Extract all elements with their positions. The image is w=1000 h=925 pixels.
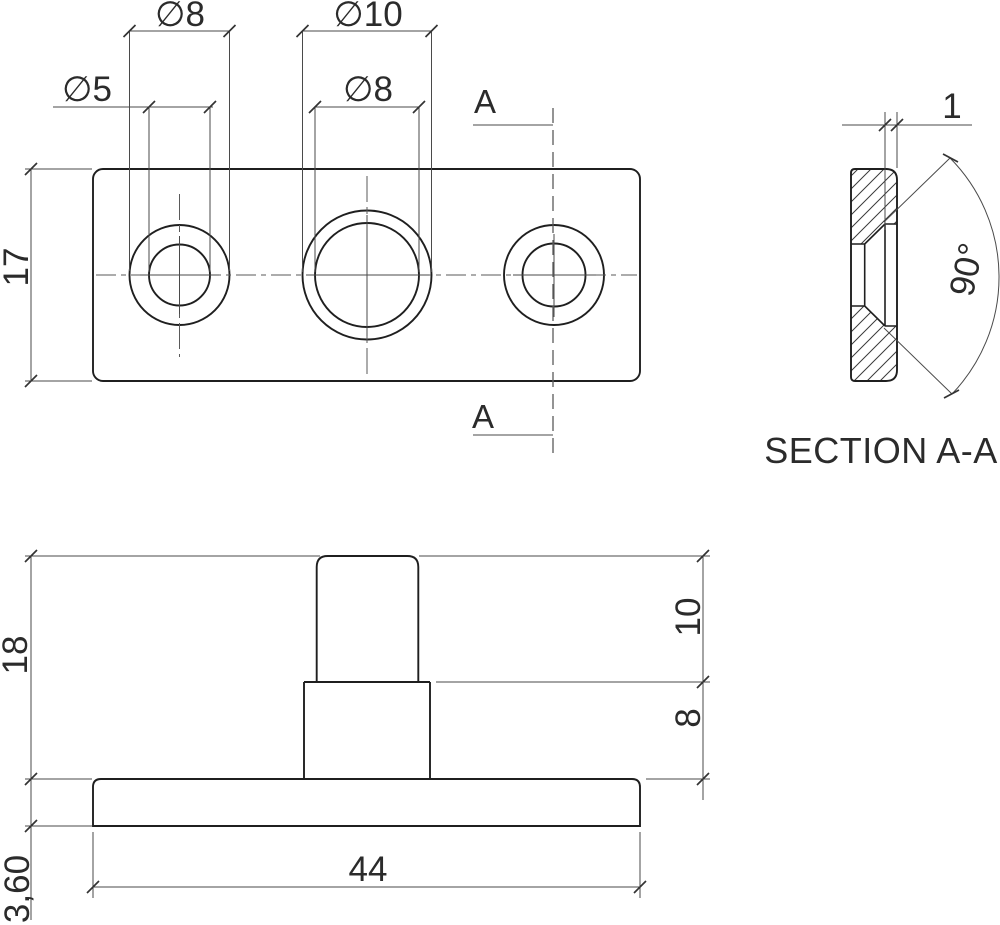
dim-10-post-height-label: 10 xyxy=(669,598,708,637)
dim-dia8-hole1: ∅8 xyxy=(122,0,237,271)
plate-outline-top-view xyxy=(92,168,641,382)
dim-dia5-hole1-label: ∅5 xyxy=(62,70,112,109)
section-marker-lower: A xyxy=(472,398,553,436)
dim-dia10-hole2: ∅10 xyxy=(295,0,439,272)
dim-1-depth: 1 xyxy=(842,87,972,230)
dim-90-angle-label: 90° xyxy=(942,240,991,300)
dim-17-width-label: 17 xyxy=(0,248,36,287)
section-marker-upper-label: A xyxy=(474,83,496,120)
dim-44-length-label: 44 xyxy=(349,850,388,889)
dim-360-thickness-label: 3,60 xyxy=(0,855,37,923)
dim-8-boss-height: 8 xyxy=(669,708,708,727)
countersink-hole-profile xyxy=(851,223,897,327)
boss-cylinder-outline xyxy=(303,681,431,779)
base-plate-outline xyxy=(92,778,641,827)
dim-dia5-hole1: ∅5 xyxy=(53,70,217,272)
top-view: A A ∅8 ∅10 ∅5 ∅8 xyxy=(0,0,641,456)
dim-10-post-height: 10 xyxy=(436,549,710,800)
section-marker-upper: A xyxy=(473,83,553,126)
dim-360-thickness: 3,60 xyxy=(0,855,37,923)
dim-1-depth-label: 1 xyxy=(942,87,961,126)
front-view: 18 3,60 10 8 44 xyxy=(0,549,710,923)
dim-dia8-hole1-label: ∅8 xyxy=(155,0,205,34)
section-body-outline xyxy=(850,168,898,382)
dim-18-height: 18 xyxy=(0,549,710,920)
hatch-region-lower xyxy=(851,306,897,381)
hatch-region-upper xyxy=(851,169,897,244)
dim-44-length: 44 xyxy=(86,832,647,898)
top-view-centerlines xyxy=(96,176,637,374)
dim-17-width: 17 xyxy=(0,162,92,388)
dim-90-angle: 90° xyxy=(883,153,1000,399)
section-marker-lower-label: A xyxy=(472,398,494,435)
post-outline xyxy=(315,555,420,682)
dim-8-boss-height-label: 8 xyxy=(669,708,708,727)
dim-dia10-hole2-label: ∅10 xyxy=(333,0,402,34)
section-view: 1 90° SECTION A-A xyxy=(764,87,1000,471)
dim-dia8-hole2: ∅8 xyxy=(308,70,426,272)
section-view-title: SECTION A-A xyxy=(764,430,998,471)
dim-dia8-hole2-label: ∅8 xyxy=(343,70,393,109)
dim-18-height-label: 18 xyxy=(0,636,35,675)
